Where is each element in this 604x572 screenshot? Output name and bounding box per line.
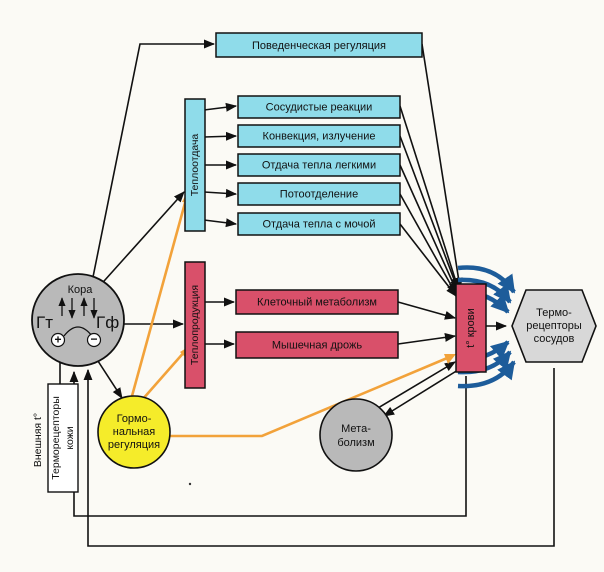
heat-loss-group: Поведенческая регуляция Теплоотдача Сосу… [184,32,423,236]
cortex-arrows [58,297,98,337]
arrow-urine-to-blood [399,223,457,297]
lungs-heat-box [237,153,401,177]
shivering-box [235,331,399,359]
metabolism-circle [319,398,393,472]
heat-production-column [184,261,206,389]
hormonal-line-3: регуляция [108,439,160,451]
convection-label: Конвекция, излучение [263,130,376,142]
metabolism-line-2: болизм [337,437,374,449]
cell-metabolism-label: Клеточный метаболизм [257,296,377,308]
cortex-label: Кора [68,284,94,296]
shivering-label: Мышечная дрожь [272,339,362,351]
plus-sign: + [54,333,61,347]
behavioral-regulation-label: Поведенческая регуляция [252,40,386,52]
hormonal-circle [97,395,171,469]
arrow-brain-to-hormonal [95,357,123,399]
arrow-brain-to-behavioral [91,39,216,283]
arrow-shivering-to-blood [397,332,457,345]
arrow-to-sweating [203,188,238,198]
vessel-receptors: Термо- рецепторы сосудов [511,289,597,363]
vessel-receptors-hexagon [511,289,597,363]
skin-receptors: Терморецепторы кожи Внешняя t° [32,383,79,493]
hormonal-line-2: нальная [113,426,156,438]
vessel-receptors-line-2: рецепторы [526,320,582,332]
arrow-cell-metabolism-to-blood [397,301,457,320]
hypothalamus-loop [63,326,93,337]
feedback-line-vessel-receptors [83,368,555,547]
arrow-behavioral-to-blood [421,43,463,290]
orange-arrow-to-heat-loss [130,191,190,397]
brain-center: Кора Гт Гф + − [31,273,125,367]
urine-heat-box [237,212,401,236]
urine-heat-label: Отдача тепла с мочой [263,218,376,230]
vascular-reactions-box [237,95,401,119]
sweating-label: Потоотделение [280,188,358,200]
arrow-lungs-to-blood [399,164,458,294]
connector-lines [55,39,555,547]
arrow-to-convection [203,131,238,141]
arrow-blood-to-metabolism [383,369,459,417]
external-temperature-label: Внешняя t° [32,413,44,467]
orange-arrow-to-blood [170,354,453,438]
heat-production-label: Теплопродукция [189,285,201,365]
heat-loss-column [184,98,206,232]
arrow-convection-to-blood [399,135,459,292]
arrow-to-urine [203,218,238,228]
heat-loss-label: Теплоотдача [189,134,201,197]
orange-arrowhead-blood [444,354,456,364]
skin-receptors-label-1: Терморецепторы [50,396,62,480]
sweating-box [237,182,401,206]
arrow-metabolism-to-blood [377,361,456,409]
hormonal-regulation: Гормо- нальная регуляция [97,395,171,469]
arrow-brain-to-heat-loss [95,191,185,291]
arrow-vascular-to-blood [399,105,460,290]
behavioral-regulation-box [215,32,423,58]
plus-badge [50,332,66,348]
orange-arrow-to-heat-production [141,349,187,401]
gf-label: Гф [96,313,119,332]
arrow-to-vascular [203,102,238,112]
skin-receptors-label-2: кожи [64,426,76,449]
metabolism-line-1: Мета- [341,423,371,435]
arrow-sweating-to-blood [399,193,457,295]
stray-dot [188,482,192,486]
gt-label: Гт [36,313,53,332]
vessel-receptors-line-3: сосудов [534,333,575,345]
metabolism: Мета- болизм [319,398,393,472]
cell-metabolism-box [235,289,399,315]
lungs-heat-label: Отдача тепла легкими [262,159,376,171]
blue-arrow-6 [457,360,516,389]
blood-temperature-label: t° крови [465,308,477,348]
vascular-reactions-label: Сосудистые реакции [266,101,373,113]
blood-temperature-column [455,283,487,373]
minus-badge [86,332,102,348]
minus-sign: − [90,332,97,346]
convection-box [237,124,401,148]
heat-production-group: Теплопродукция Клеточный метаболизм Мыше… [184,261,487,389]
hormonal-line-1: Гормо- [117,413,152,425]
vessel-receptors-line-1: Термо- [536,307,572,319]
skin-receptors-box [47,383,79,493]
